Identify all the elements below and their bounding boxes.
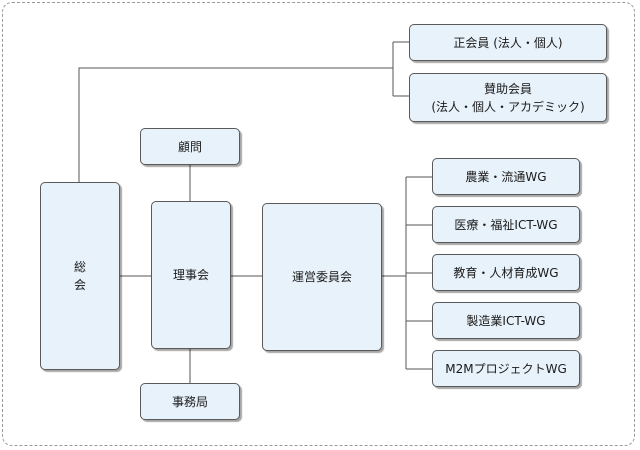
advisor-box: 顧問	[140, 128, 240, 165]
wg-agriculture-box: 農業・流通WG	[432, 158, 580, 195]
board-label: 理事会	[172, 268, 209, 282]
supporting-member-label: 賛助会員	[483, 81, 532, 96]
general-meeting-box: 総 会	[40, 182, 120, 370]
wg-m2m-label: M2MプロジェクトWG	[445, 361, 567, 376]
wg-education-box: 教育・人材育成WG	[432, 254, 580, 291]
regular-member-box: 正会員 (法人・個人)	[409, 24, 607, 61]
secretariat-box: 事務局	[140, 383, 240, 420]
supporting-member-sublabel: (法人・個人・アカデミック)	[431, 99, 585, 114]
board-box: 理事会	[151, 201, 231, 349]
steering-committee-label: 運営委員会	[291, 270, 352, 284]
connector-member-ticks	[393, 41, 409, 97]
general-meeting-label: 総 会	[73, 260, 127, 292]
wg-m2m-box: M2MプロジェクトWG	[432, 350, 580, 387]
supporting-member-box: 賛助会員 (法人・個人・アカデミック)	[409, 73, 607, 122]
secretariat-label: 事務局	[171, 394, 208, 409]
wg-medical-box: 医療・福祉ICT-WG	[432, 206, 580, 243]
connector-general-members	[78, 67, 393, 182]
connector-wg-ticks	[406, 176, 432, 370]
wg-manufacturing-box: 製造業ICT-WG	[432, 302, 580, 339]
wg-education-label: 教育・人材育成WG	[453, 265, 559, 280]
regular-member-label: 正会員 (法人・個人)	[453, 35, 563, 50]
steering-committee-box: 運営委員会	[262, 203, 382, 351]
advisor-label: 顧問	[177, 139, 202, 154]
diagram-frame	[2, 2, 635, 446]
wg-agriculture-label: 農業・流通WG	[465, 169, 547, 184]
wg-medical-label: 医療・福祉ICT-WG	[454, 217, 558, 232]
wg-manufacturing-label: 製造業ICT-WG	[466, 313, 546, 328]
